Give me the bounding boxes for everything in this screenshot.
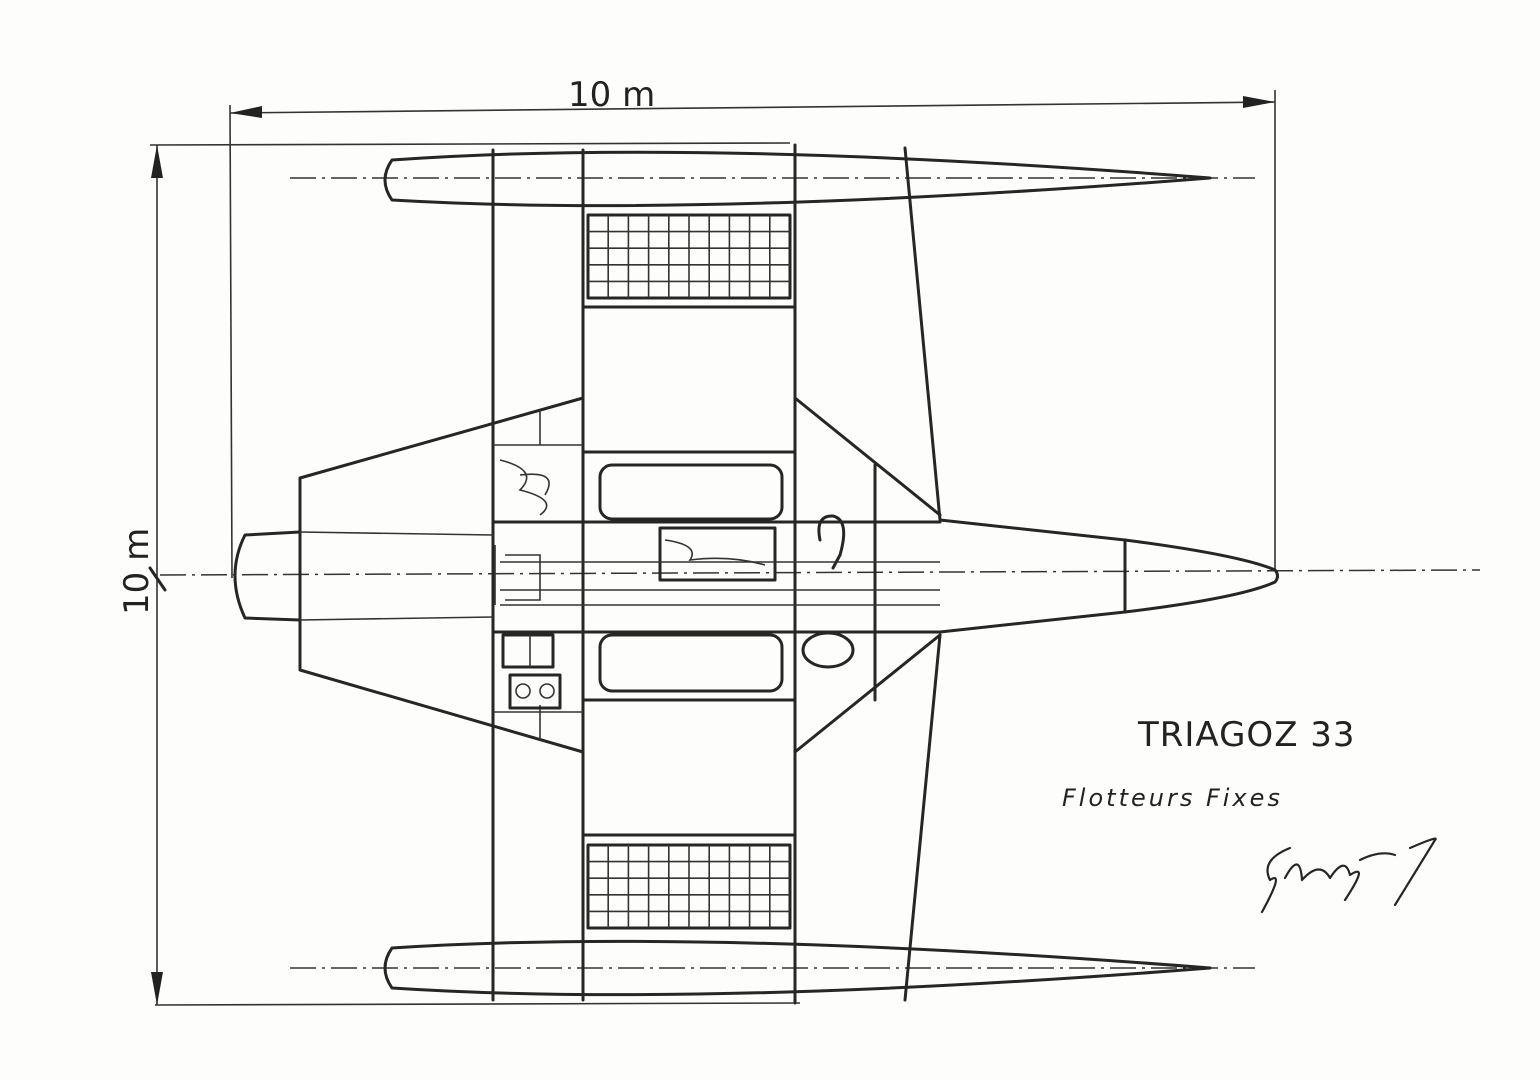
main-hull bbox=[233, 396, 1279, 754]
drawing-subtitle: Flotteurs Fixes bbox=[1062, 784, 1283, 812]
length-dimension: 10 m bbox=[229, 75, 1276, 579]
beam-dimension: 10 m bbox=[117, 142, 801, 1006]
drawing-title: TRIAGOZ 33 bbox=[1137, 715, 1356, 755]
cross-beams bbox=[491, 143, 942, 1005]
signature bbox=[1260, 837, 1437, 914]
deck-grids bbox=[586, 213, 792, 930]
float-top bbox=[383, 150, 1212, 208]
beam-label: 10 m bbox=[117, 528, 157, 615]
length-label: 10 m bbox=[568, 75, 655, 115]
float-bottom bbox=[383, 939, 1212, 997]
stove bbox=[508, 673, 562, 710]
center-line bbox=[159, 569, 1481, 576]
